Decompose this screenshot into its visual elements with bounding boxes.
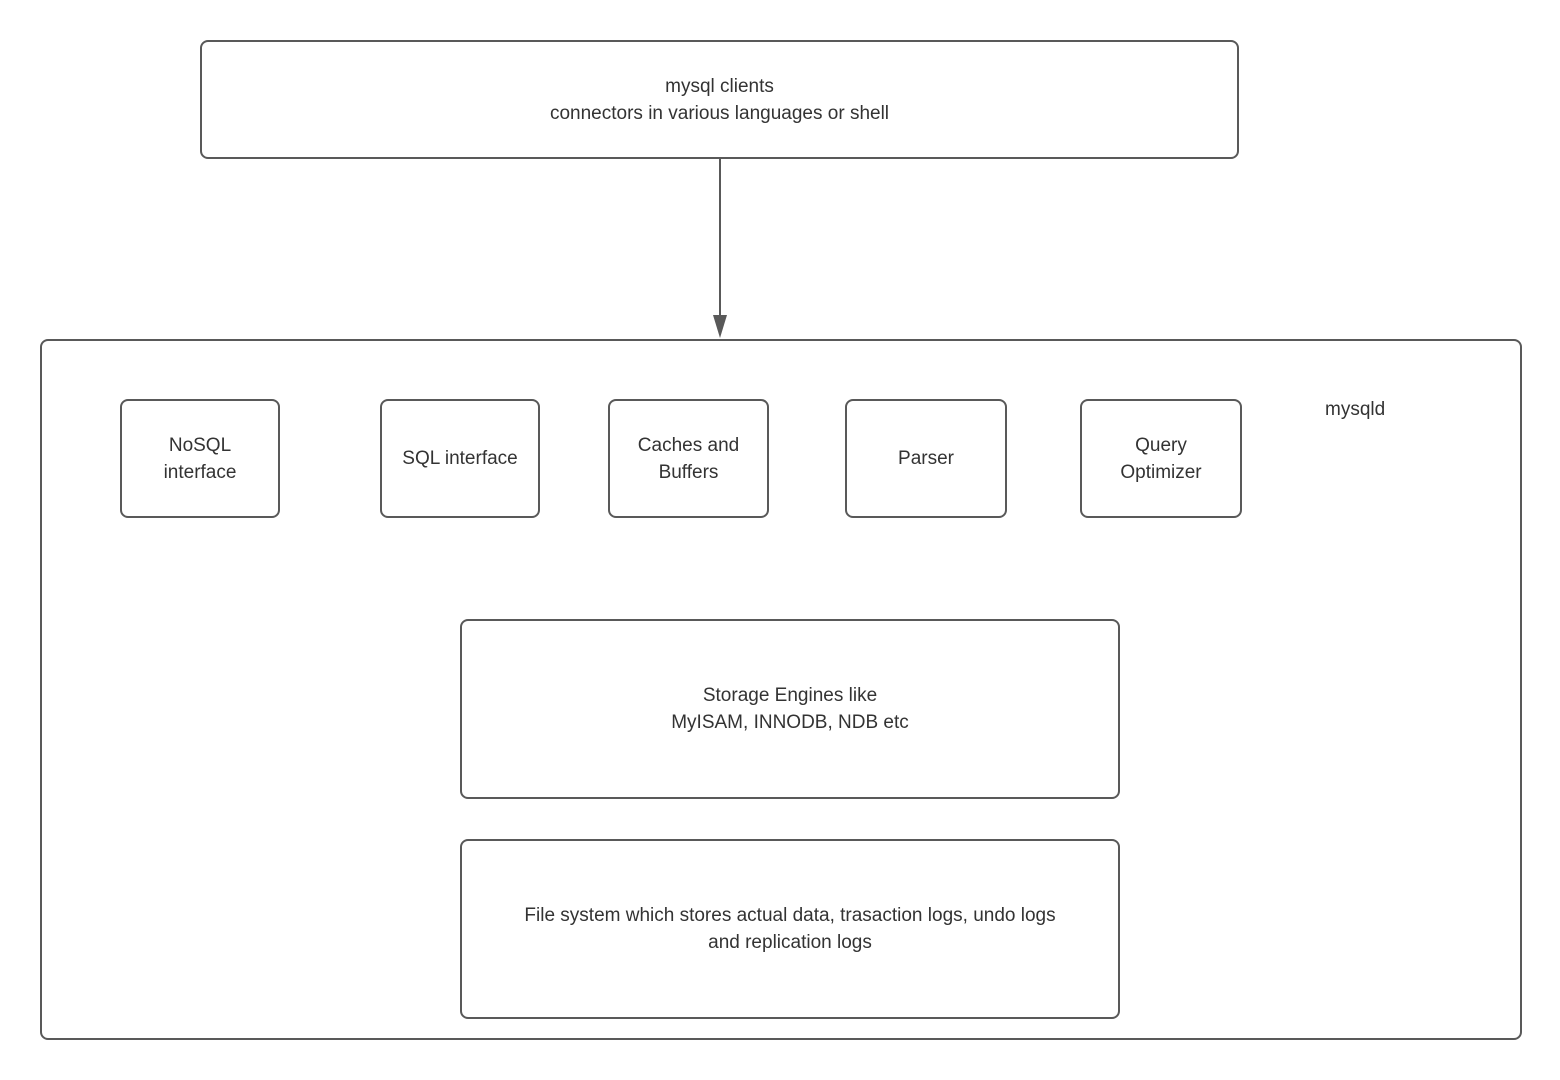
component-box-sql-interface: SQL interface xyxy=(380,399,540,518)
clients-box: mysql clients connectors in various lang… xyxy=(200,40,1239,159)
file-system-box: File system which stores actual data, tr… xyxy=(460,839,1120,1019)
component-box-query-optimizer: Query Optimizer xyxy=(1080,399,1242,518)
mysqld-label: mysqld xyxy=(1325,399,1386,420)
component-box-parser: Parser xyxy=(845,399,1007,518)
storage-engines-box: Storage Engines like MyISAM, INNODB, NDB… xyxy=(460,619,1120,799)
clients-to-mysqld-arrow-icon xyxy=(713,159,727,338)
component-box-nosql-interface: NoSQL interface xyxy=(120,399,280,518)
component-box-caches-and-buffers: Caches and Buffers xyxy=(608,399,769,518)
